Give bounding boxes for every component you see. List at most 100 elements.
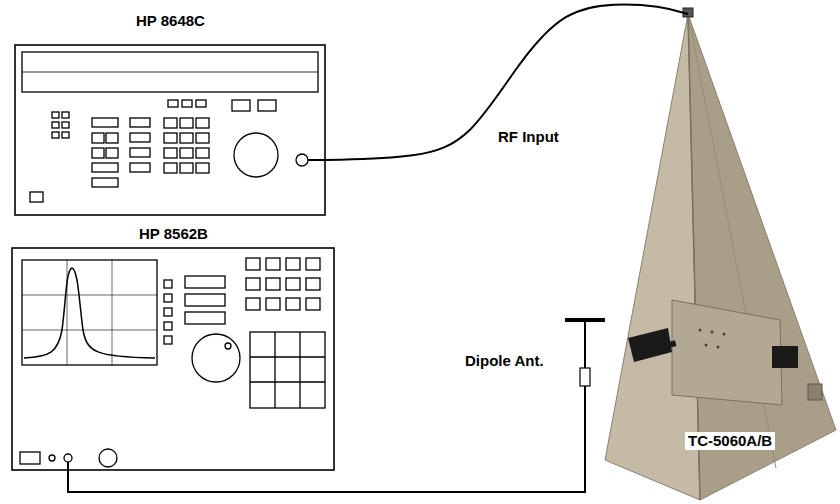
spectrum-analyzer-part	[67, 260, 68, 365]
spectrum-analyzer-part	[286, 278, 300, 290]
signal-generator-part	[15, 45, 325, 215]
signal-generator-part	[22, 72, 318, 73]
signal-generator-part	[130, 148, 150, 157]
spectrum-analyzer-part	[185, 276, 225, 288]
instrument-node: HP 8648C	[15, 8, 325, 215]
signal-generator-part	[92, 118, 118, 127]
spectrum-analyzer-part	[266, 278, 280, 290]
signal-generator-part	[164, 133, 177, 143]
spectrum-analyzer-part	[12, 248, 334, 470]
signal-generator-part	[164, 148, 177, 158]
tem-cell-pyramid-part	[705, 344, 708, 347]
signal-generator-part	[130, 163, 150, 172]
spectrum-analyzer-part	[99, 449, 117, 467]
signal-generator-part	[62, 132, 69, 138]
signal-generator-part	[62, 122, 69, 128]
spectrum-analyzer-part	[192, 334, 240, 382]
tem-cell-pyramid-part	[688, 14, 700, 500]
spectrum-analyzer-part	[67, 462, 69, 470]
signal-generator-part	[234, 133, 278, 177]
signal-generator-part	[182, 100, 192, 107]
test-cell-node: TC-5060A/B	[580, 14, 838, 500]
tem-cell-pyramid-part	[699, 329, 702, 332]
signal-generator-part	[22, 52, 318, 92]
spectrum-analyzer-part	[24, 268, 155, 358]
instrument-label: Dipole Ant.	[465, 352, 544, 370]
spectrum-analyzer-part	[306, 298, 320, 310]
signal-generator-part	[52, 132, 59, 138]
signal-generator-part	[130, 118, 150, 127]
spectrum-analyzer-part	[299, 332, 300, 408]
signal-generator-part	[164, 163, 177, 173]
tem-cell-pyramid-part	[723, 333, 726, 336]
tem-cell-pyramid-part	[711, 331, 714, 334]
spectrum-analyzer-part	[246, 298, 260, 310]
spectrum-analyzer-part	[112, 260, 113, 365]
signal-generator-part	[232, 100, 250, 111]
dipole-antenna	[565, 320, 605, 480]
dipole-antenna-part	[584, 320, 586, 480]
signal-generator-part	[196, 148, 209, 158]
spectrum-analyzer-part	[266, 298, 280, 310]
spectrum-analyzer-part	[164, 294, 172, 302]
tem-cell-pyramid-part	[772, 346, 798, 368]
signal-generator-part	[180, 163, 193, 173]
signal-generator-part	[296, 154, 308, 166]
spectrum-analyzer-part	[306, 278, 320, 290]
signal-generator-part	[168, 100, 178, 107]
tem-cell-pyramid-part	[605, 14, 700, 500]
spectrum-analyzer-part	[64, 454, 72, 462]
signal-generator-part	[180, 148, 193, 158]
spectrum-analyzer-part	[274, 332, 275, 408]
dipole-antenna-part	[580, 368, 590, 386]
tem-cell-pyramid	[605, 8, 836, 500]
spectrum-analyzer-part	[22, 330, 157, 331]
signal-generator-part	[30, 192, 43, 202]
spectrum-analyzer-part	[286, 258, 300, 270]
signal-generator-part	[92, 133, 104, 143]
instrument-label: HP 8562B	[139, 225, 208, 243]
port-label: RF Input	[495, 128, 562, 146]
spectrum-analyzer-part	[246, 258, 260, 270]
tem-cell-pyramid-part	[672, 300, 782, 405]
spectrum-analyzer-part	[306, 258, 320, 270]
rf-cable	[325, 4, 688, 160]
tem-cell-pyramid-part	[646, 340, 677, 354]
instrument-node: HP 8562B	[12, 225, 334, 470]
spectrum-analyzer-part	[225, 343, 231, 349]
spectrum-analyzer-part	[22, 260, 157, 365]
signal-generator-part	[106, 148, 118, 158]
signal-generator-part	[164, 118, 177, 128]
spectrum-analyzer-part	[185, 312, 225, 324]
antenna-node: Dipole Ant.	[560, 312, 610, 480]
spectrum-analyzer-part	[185, 294, 225, 306]
spectrum-analyzer-part	[250, 381, 325, 382]
signal-generator-part	[130, 133, 150, 142]
signal-generator-part	[52, 122, 59, 128]
coax-cable	[68, 470, 585, 492]
spectrum-analyzer-part	[22, 295, 157, 296]
instrument-label: TC-5060A/B	[685, 432, 775, 450]
signal-generator-part	[106, 133, 118, 143]
spectrum-analyzer-part	[250, 356, 325, 357]
signal-generator-part	[92, 178, 118, 187]
spectrum-analyzer-part	[246, 278, 260, 290]
signal-generator-part	[52, 112, 59, 118]
spectrum-analyzer-part	[250, 332, 325, 408]
signal-generator-part	[180, 118, 193, 128]
spectrum-analyzer-part	[164, 308, 172, 316]
signal-generator-part	[92, 148, 104, 158]
tem-cell-pyramid-part	[717, 346, 720, 349]
spectrum-analyzer-part	[49, 455, 55, 461]
signal-generator-part	[196, 163, 209, 173]
signal-generator-part	[92, 163, 118, 172]
spectrum-analyzer-part	[164, 322, 172, 330]
tem-cell-pyramid-part	[808, 384, 822, 400]
signal-generator-part	[258, 100, 276, 111]
signal-generator-part	[62, 112, 69, 118]
